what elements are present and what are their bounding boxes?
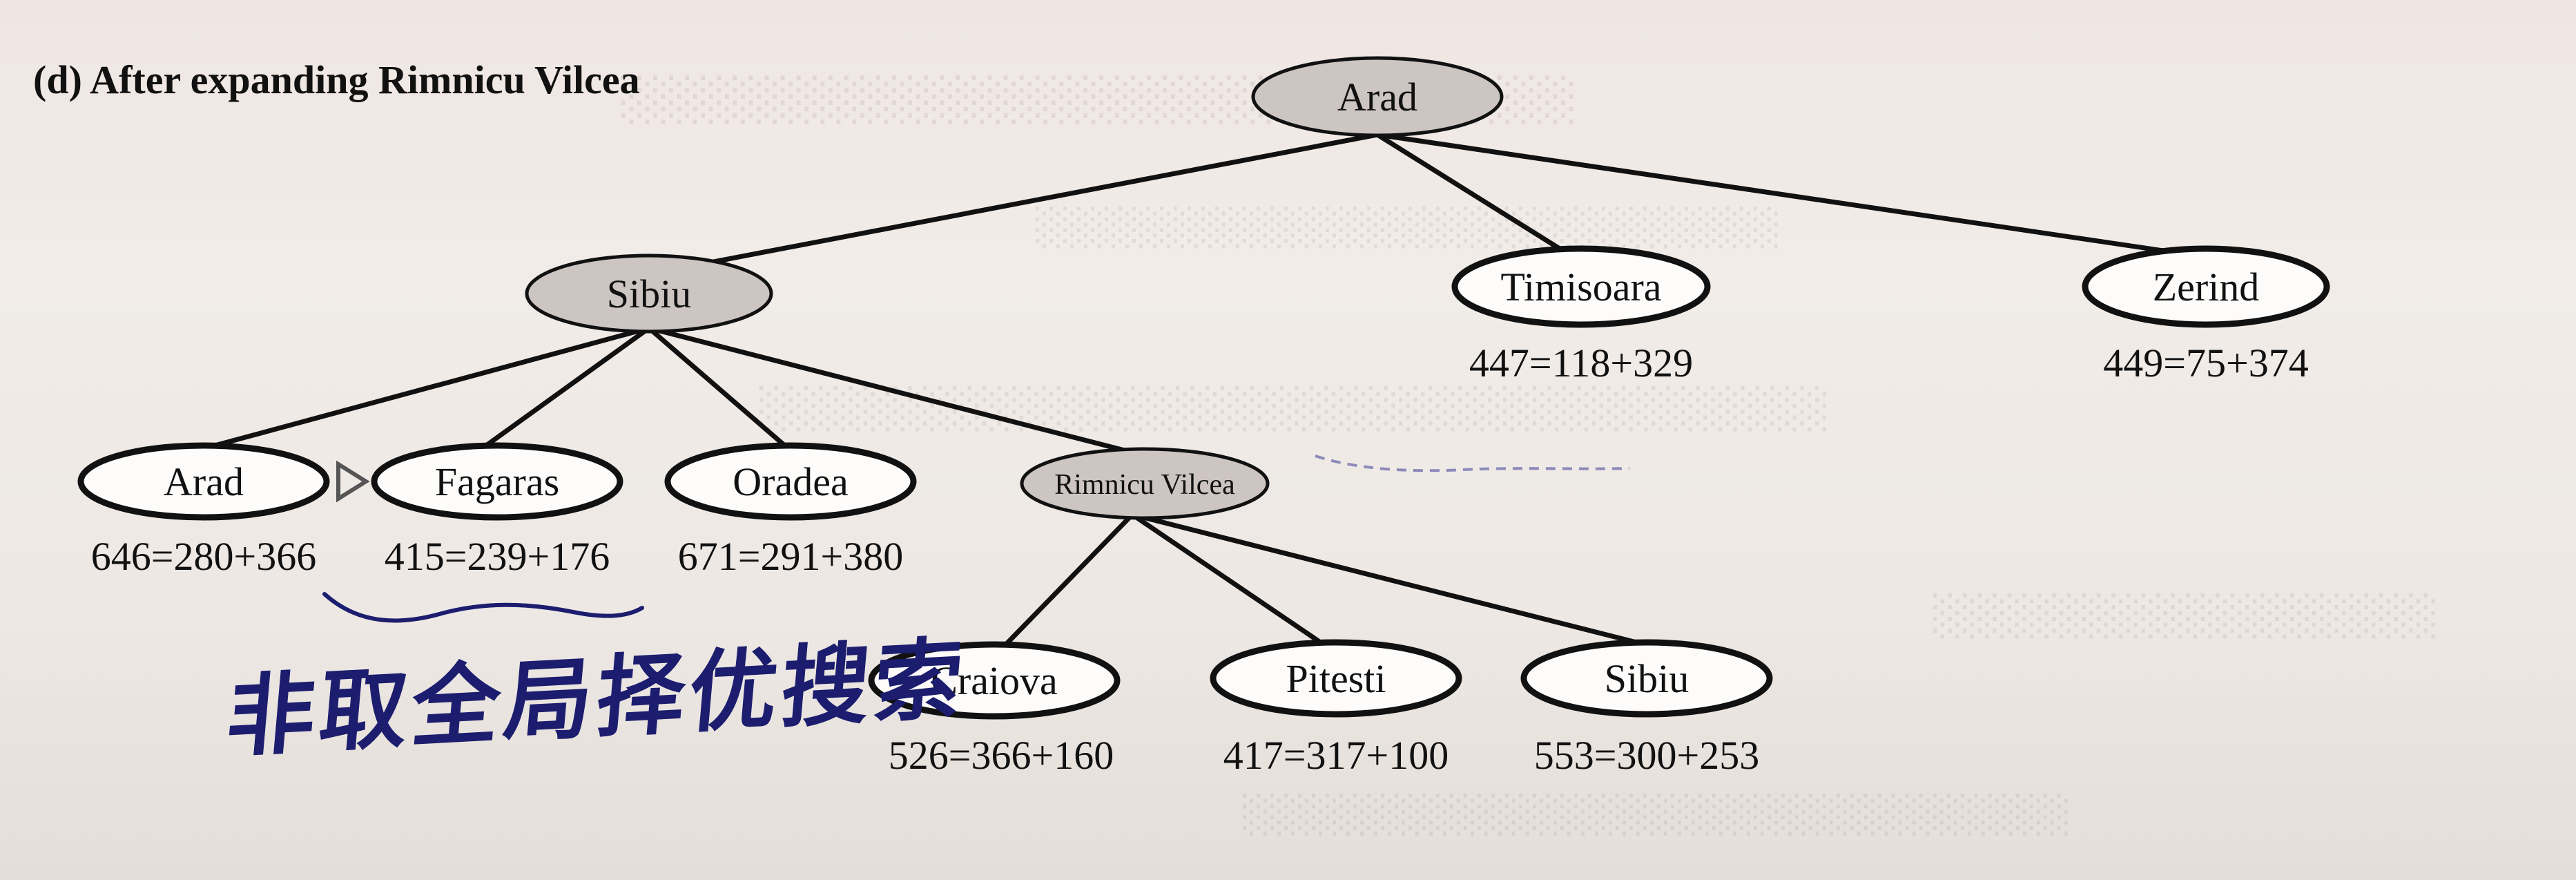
edge-rimnicu-craiova — [998, 512, 1135, 652]
node-sibiu: Sibiu — [525, 254, 773, 334]
figure-heading: (d) After expanding Rimnicu Vilcea — [33, 57, 640, 102]
node-label: Oradea — [733, 459, 848, 504]
node-oradea: Oradea 671=291+380 — [664, 442, 917, 579]
node-cost: 553=300+253 — [1534, 733, 1759, 778]
node-shape — [1520, 639, 1773, 718]
node-label: Timisoara — [1500, 265, 1661, 309]
node-cost: 526=366+160 — [889, 733, 1114, 778]
edge-arad-zerind — [1375, 132, 2222, 262]
node-label: Craiova — [931, 658, 1058, 703]
node-pitesti: Pitesti 417=317+100 — [1210, 639, 1462, 778]
node-shape — [525, 254, 773, 334]
node-zerind: Zerind 449=75+374 — [2082, 245, 2330, 385]
node-shape — [2082, 245, 2330, 328]
edge-sibiu-fagaras — [481, 325, 652, 450]
node-label: Sibiu — [607, 271, 692, 316]
edge-sibiu-arad — [204, 325, 652, 450]
node-timisoara: Timisoara 447=118+329 — [1451, 245, 1711, 385]
node-cost: 417=317+100 — [1223, 733, 1449, 778]
edge-arad-sibiu — [653, 132, 1380, 276]
node-craiova: Craiova 526=366+160 — [868, 641, 1121, 778]
node-label: Rimnicu Vilcea — [1054, 469, 1235, 501]
node-label: Arad — [1337, 75, 1417, 119]
edge-arad-timisoara — [1375, 132, 1573, 258]
node-shape — [371, 442, 623, 521]
tree-edges — [204, 132, 2222, 652]
node-label: Fagaras — [435, 459, 559, 504]
pen-stroke-mark — [1315, 455, 1630, 472]
node-shape — [1451, 245, 1711, 328]
edge-sibiu-oradea — [646, 325, 790, 450]
node-rimnicu-vilcea: Rimnicu Vilcea — [1020, 447, 1270, 520]
node-label: Pitesti — [1286, 656, 1386, 701]
edge-sibiu-rimnicu — [646, 325, 1149, 459]
node-cost: 671=291+380 — [678, 534, 903, 579]
node-shape — [868, 641, 1121, 720]
node-cost: 415=239+176 — [385, 534, 610, 579]
handwritten-underline — [322, 592, 644, 623]
node-shape — [664, 442, 917, 521]
node-cost: 447=118+329 — [1469, 341, 1693, 385]
node-cost: 449=75+374 — [2103, 341, 2308, 385]
node-arad: Arad 646=280+366 — [77, 442, 330, 579]
node-cost: 646=280+366 — [91, 534, 316, 579]
node-label: Zerind — [2153, 265, 2260, 309]
node-shape — [77, 442, 330, 521]
node-arad-root: Arad — [1251, 56, 1504, 137]
edge-rimnicu-pitesti — [1130, 512, 1328, 649]
edge-rimnicu-sibiu — [1130, 512, 1653, 649]
node-label: Sibiu — [1605, 656, 1689, 701]
node-label: Arad — [164, 459, 244, 504]
node-shape — [1251, 56, 1504, 137]
node-sibiu-2: Sibiu 553=300+253 — [1520, 639, 1773, 778]
node-shape — [1210, 639, 1462, 718]
node-fagaras: Fagaras 415=239+176 — [371, 442, 623, 579]
triangle-marker-icon — [336, 460, 370, 503]
node-shape — [1020, 447, 1270, 520]
